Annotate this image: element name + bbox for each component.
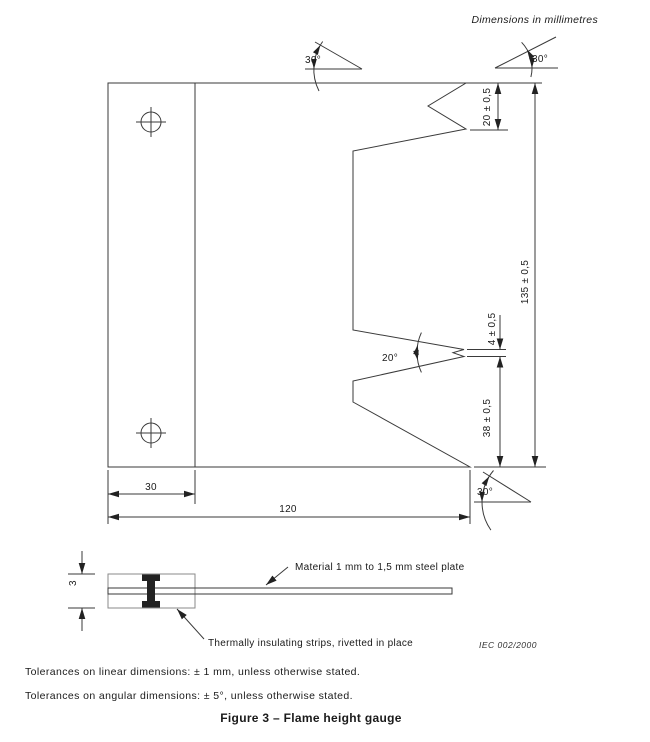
svg-text:38 ± 0,5: 38 ± 0,5 — [482, 399, 493, 438]
svg-text:135 ± 0,5: 135 ± 0,5 — [520, 260, 531, 304]
drawing-reference: IEC 002/2000 — [479, 640, 537, 650]
svg-text:20°: 20° — [382, 353, 398, 364]
svg-text:Thermally insulating strips, r: Thermally insulating strips, rivetted in… — [208, 638, 413, 649]
dimension-overall-height: 135 ± 0,5 — [520, 83, 539, 467]
angle-dimension-bottom-right: 30° — [474, 470, 532, 531]
plate-outline — [107, 82, 472, 468]
tolerance-note-angular: Tolerances on angular dimensions: ± 5°, … — [25, 690, 353, 702]
svg-text:3: 3 — [68, 580, 79, 586]
flame-gauge-side-view: 3 Material 1 mm to 1,5 mm steel plate Th… — [68, 551, 465, 649]
rivet-hole-top — [136, 107, 166, 137]
steel-plate-section — [107, 587, 453, 595]
svg-text:30: 30 — [145, 482, 157, 493]
dimension-tip-gap: 4 ± 0,5 — [487, 313, 504, 350]
svg-text:4 ± 0,5: 4 ± 0,5 — [487, 313, 498, 346]
material-callout: Material 1 mm to 1,5 mm steel plate — [265, 562, 465, 586]
dimension-side-thickness: 3 — [68, 551, 95, 631]
svg-text:30°: 30° — [305, 55, 321, 66]
insulation-callout: Thermally insulating strips, rivetted in… — [176, 608, 413, 649]
rivet-hole-bottom — [136, 418, 166, 448]
dimension-notch-depth: 20 ± 0,5 — [482, 83, 502, 130]
svg-text:30°: 30° — [532, 54, 548, 65]
extension-lines — [107, 82, 546, 524]
figure-caption: Figure 3 – Flame height gauge — [220, 711, 402, 725]
rivet-symbol — [142, 574, 160, 608]
svg-text:Material 1 mm to 1,5 mm steel: Material 1 mm to 1,5 mm steel plate — [295, 562, 465, 573]
angle-dimension-top-right: 30° — [494, 36, 558, 78]
dimension-overall-width: 120 — [108, 504, 470, 521]
units-note: Dimensions in millimetres — [471, 14, 598, 26]
svg-text:120: 120 — [279, 504, 297, 515]
angle-dimension-top-left: 30° — [305, 41, 363, 92]
flame-gauge-front-view: 20 ± 0,5 135 ± 0,5 4 ± 0,5 38 ± 0,5 30 1… — [107, 36, 558, 531]
svg-text:30°: 30° — [477, 487, 493, 498]
svg-text:20 ± 0,5: 20 ± 0,5 — [482, 88, 493, 127]
dimension-tooth-to-base: 38 ± 0,5 — [482, 356, 504, 467]
angle-dimension-tooth: 20° — [382, 332, 422, 373]
tolerance-note-linear: Tolerances on linear dimensions: ± 1 mm,… — [25, 666, 361, 678]
dimension-strip-width: 30 — [108, 482, 195, 498]
